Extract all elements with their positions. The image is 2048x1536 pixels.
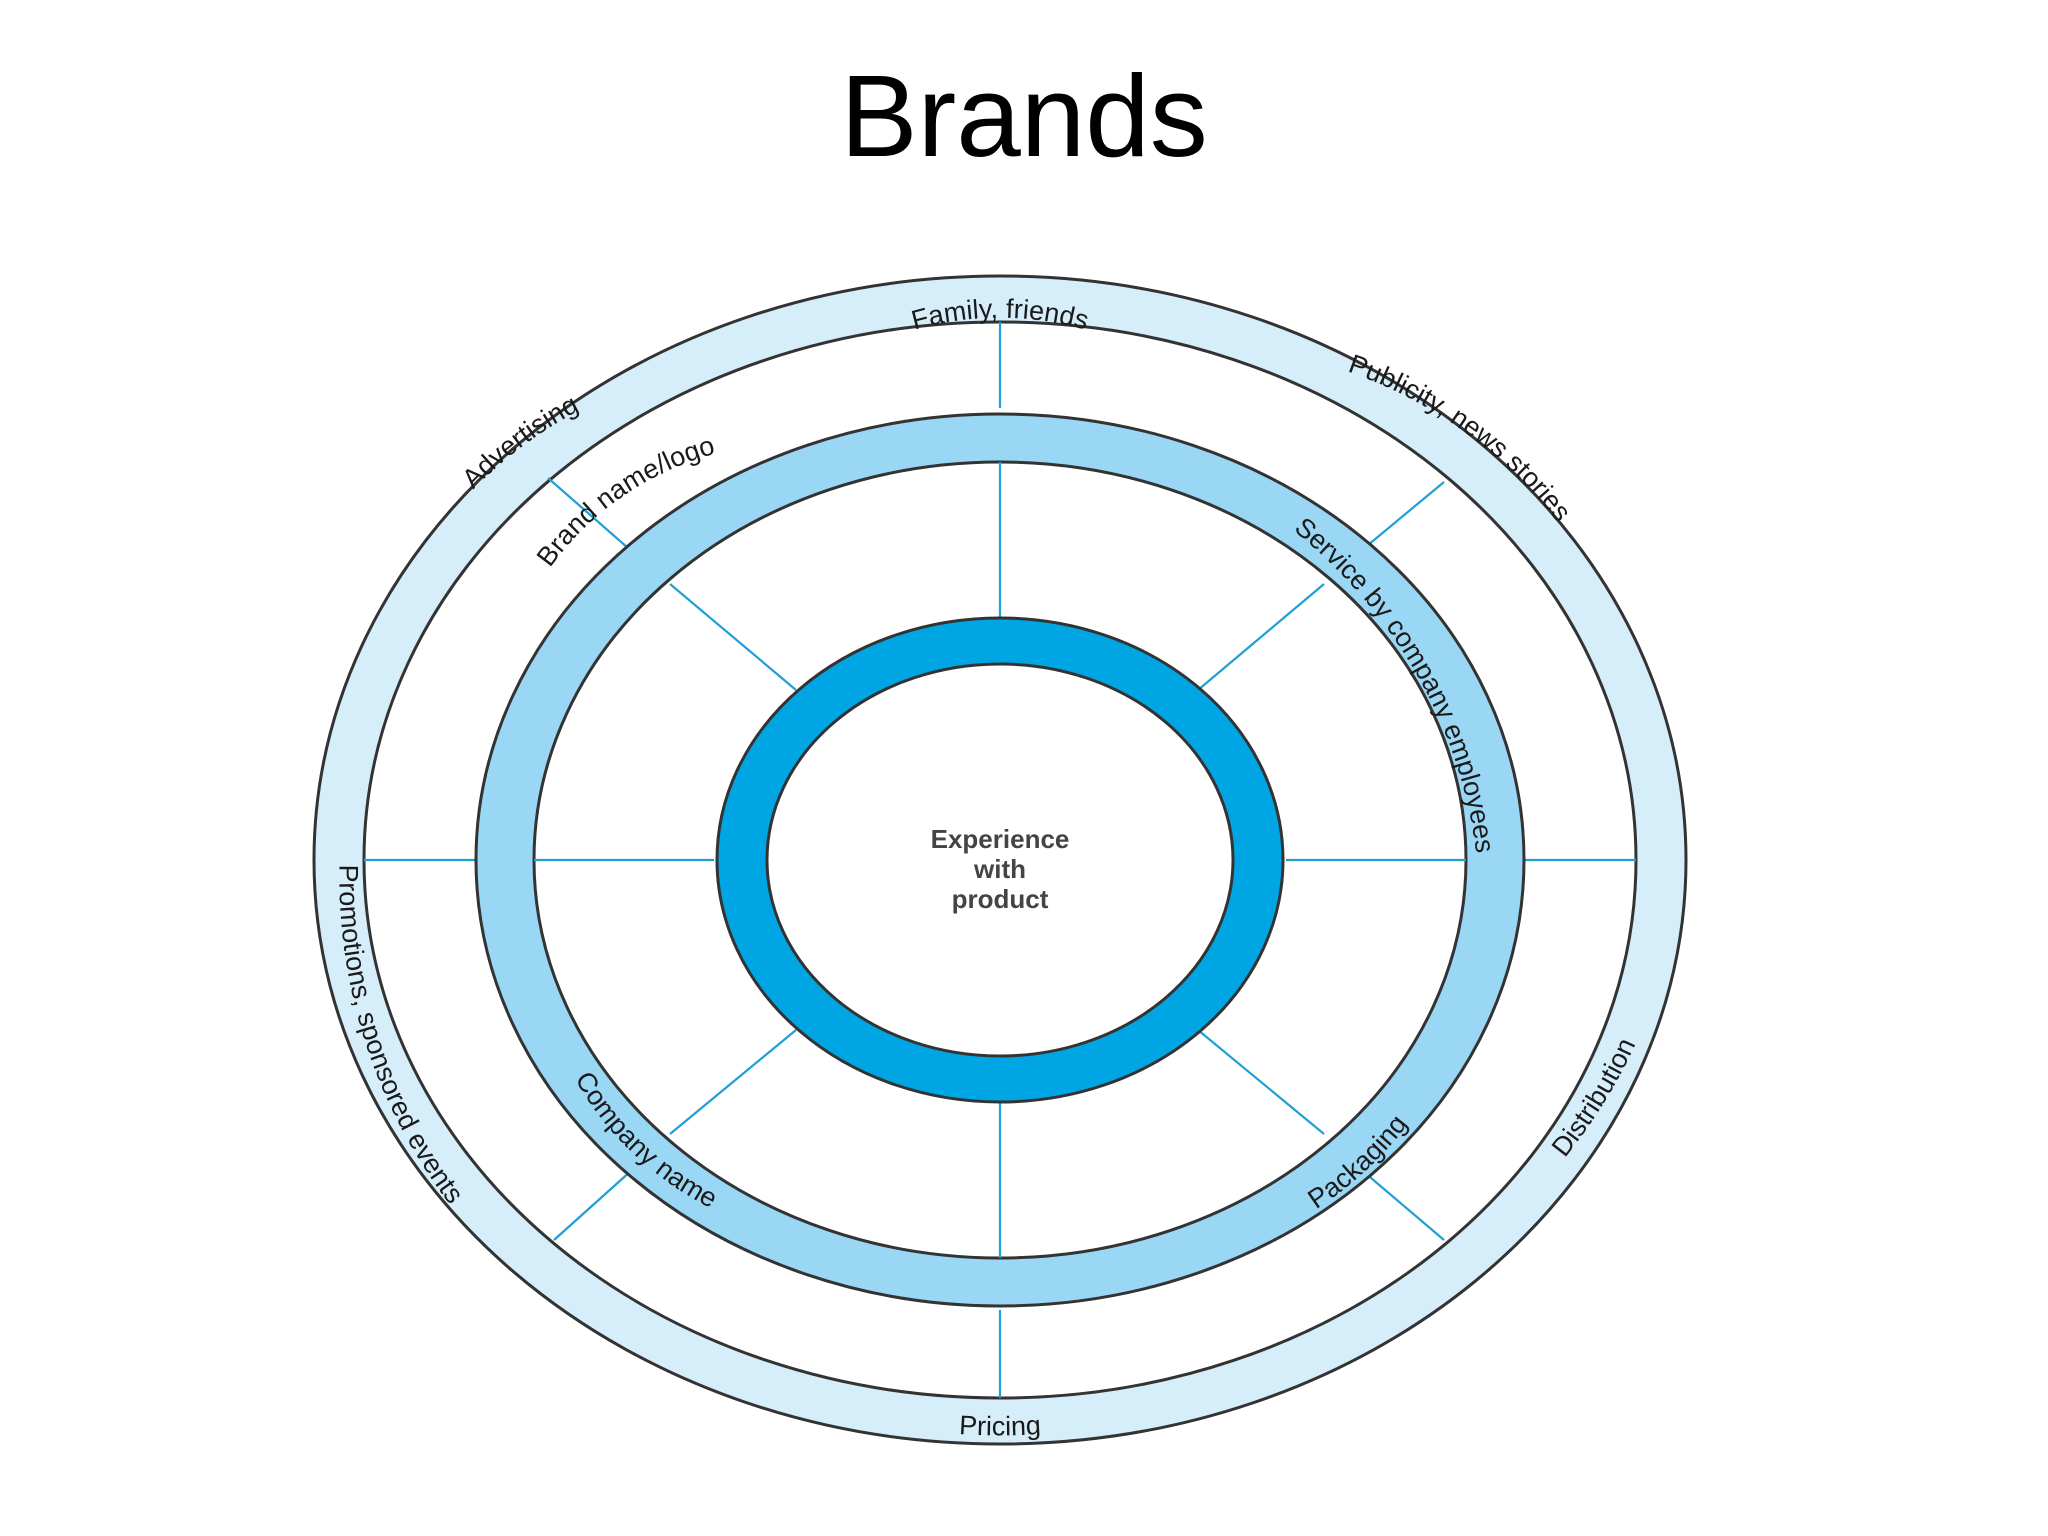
- spoke-se-inner: [1197, 1029, 1325, 1135]
- spoke-sw-outer: [553, 1169, 633, 1241]
- center-circle: [765, 662, 1235, 1058]
- slide-title: Brands: [840, 51, 1208, 181]
- spoke-nw-outer: [547, 477, 629, 549]
- label-pricing: Pricing: [958, 1410, 1041, 1441]
- spoke-ne-outer: [1361, 481, 1445, 551]
- spoke-nw-inner: [669, 583, 797, 691]
- outer-spokes: [364, 322, 1636, 1398]
- center-label-line-1: Experience: [931, 824, 1070, 854]
- inner-spokes: [534, 462, 1466, 1258]
- spoke-sw-inner: [669, 1029, 797, 1135]
- center-label-line-3: product: [952, 884, 1049, 914]
- spoke-ne-inner: [1197, 583, 1325, 691]
- center-label-line-2: with: [973, 854, 1026, 884]
- spoke-se-outer: [1363, 1171, 1445, 1241]
